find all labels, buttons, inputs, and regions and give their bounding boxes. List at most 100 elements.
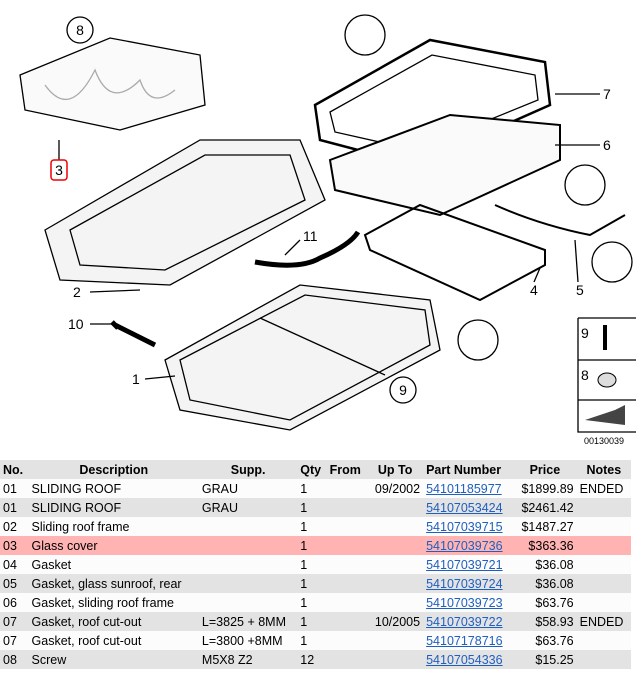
cell-no: 06 xyxy=(0,593,29,612)
cell-supp xyxy=(198,536,298,555)
cell-supp: L=3800 +8MM xyxy=(198,631,298,650)
cell-part-number: 54107039722 xyxy=(423,612,514,631)
clip-icon xyxy=(597,372,617,388)
legend-9[interactable]: 9 xyxy=(581,325,589,341)
callout-3[interactable]: 3 xyxy=(55,162,63,178)
cell-upto xyxy=(367,555,424,574)
cell-from xyxy=(326,517,368,536)
cell-upto xyxy=(367,517,424,536)
col-supp: Supp. xyxy=(198,460,298,479)
cell-from xyxy=(326,631,368,650)
cell-part-number: 54107053424 xyxy=(423,498,514,517)
cell-qty: 1 xyxy=(297,574,327,593)
cell-description: Gasket, roof cut-out xyxy=(28,612,199,631)
callout-8: 8 xyxy=(76,22,84,38)
cell-price: $36.08 xyxy=(513,555,577,574)
cell-description: Gasket xyxy=(28,555,199,574)
cell-price: $1899.89 xyxy=(513,479,577,498)
cell-qty: 12 xyxy=(297,650,327,669)
gasket-6-part xyxy=(328,113,561,217)
part-number-link[interactable]: 54107054336 xyxy=(426,652,503,667)
cell-price: $63.76 xyxy=(513,631,577,650)
cell-notes xyxy=(576,498,631,517)
cell-qty: 1 xyxy=(297,612,327,631)
cell-supp: L=3825 + 8MM xyxy=(198,612,298,631)
col-price: Price xyxy=(513,460,577,479)
part-number-link[interactable]: 54107039721 xyxy=(426,557,503,572)
cell-notes xyxy=(576,536,631,555)
cell-from xyxy=(326,536,368,555)
cell-upto: 09/2002 xyxy=(367,479,424,498)
part-number-link[interactable]: 54107039722 xyxy=(426,614,503,629)
callout-2[interactable]: 2 xyxy=(73,284,81,300)
cell-notes xyxy=(576,574,631,593)
callout-9-circle xyxy=(389,376,417,404)
part-number-link[interactable]: 54107039736 xyxy=(426,538,503,553)
sliding-roof-part xyxy=(164,284,441,431)
cell-from xyxy=(326,612,368,631)
cell-upto xyxy=(367,631,424,650)
callout-5[interactable]: 5 xyxy=(576,282,584,298)
part-number-link[interactable]: 54107053424 xyxy=(426,500,503,515)
callout-8-circle xyxy=(66,16,94,44)
callout-3-highlight xyxy=(50,159,68,181)
cell-from xyxy=(326,574,368,593)
gasket-4-part xyxy=(363,203,546,302)
cell-price: $363.36 xyxy=(513,536,577,555)
callout-7[interactable]: 7 xyxy=(603,86,611,102)
cell-description: SLIDING ROOF xyxy=(28,479,199,498)
cell-supp xyxy=(198,517,298,536)
cell-description: Sliding roof frame xyxy=(28,517,199,536)
parts-diagram: 8 3 7 6 11 2 4 5 10 1 9 9 8 00130039 xyxy=(19,14,636,446)
legend-8[interactable]: 8 xyxy=(581,367,589,383)
cell-supp: GRAU xyxy=(198,498,298,517)
col-qty: Qty xyxy=(297,460,327,479)
cell-no: 07 xyxy=(0,631,29,650)
part-number-link[interactable]: 54101185977 xyxy=(426,481,502,496)
cell-notes xyxy=(576,517,631,536)
cell-part-number: 54101185977 xyxy=(423,479,514,498)
cell-supp xyxy=(198,574,298,593)
cell-upto xyxy=(367,574,424,593)
cell-price: $58.93 xyxy=(513,612,577,631)
cell-qty: 1 xyxy=(297,498,327,517)
parts-table: No. Description Supp. Qty From Up To Par… xyxy=(0,460,631,669)
cell-supp: GRAU xyxy=(198,479,298,498)
cell-notes: ENDED xyxy=(576,612,631,631)
part-number-link[interactable]: 54107039715 xyxy=(426,519,503,534)
callout-1[interactable]: 1 xyxy=(132,371,140,387)
cell-description: Screw xyxy=(28,650,199,669)
cell-no: 01 xyxy=(0,479,29,498)
part-number-link[interactable]: 54107178716 xyxy=(426,633,503,648)
cell-from xyxy=(326,593,368,612)
cell-from xyxy=(326,498,368,517)
cell-no: 01 xyxy=(0,498,29,517)
cell-upto xyxy=(367,498,424,517)
gasket-7-part xyxy=(313,38,552,167)
cell-price: $63.76 xyxy=(513,593,577,612)
cell-qty: 1 xyxy=(297,555,327,574)
part-number-link[interactable]: 54107039724 xyxy=(426,576,503,591)
cell-notes xyxy=(576,593,631,612)
cell-part-number: 54107054336 xyxy=(423,650,514,669)
callout-4[interactable]: 4 xyxy=(530,282,538,298)
cell-no: 08 xyxy=(0,650,29,669)
sliding-roof-frame-part xyxy=(44,139,326,286)
cell-part-number: 54107039721 xyxy=(423,555,514,574)
cell-price: $2461.42 xyxy=(513,498,577,517)
cell-upto xyxy=(367,593,424,612)
cell-no: 05 xyxy=(0,574,29,593)
cell-price: $15.25 xyxy=(513,650,577,669)
cell-qty: 1 xyxy=(297,479,327,498)
callout-6[interactable]: 6 xyxy=(603,137,611,153)
callout-9[interactable]: 9 xyxy=(399,382,407,398)
callout-10[interactable]: 10 xyxy=(68,316,84,332)
callout-11[interactable]: 11 xyxy=(303,228,318,244)
part-number-link[interactable]: 54107039723 xyxy=(426,595,503,610)
